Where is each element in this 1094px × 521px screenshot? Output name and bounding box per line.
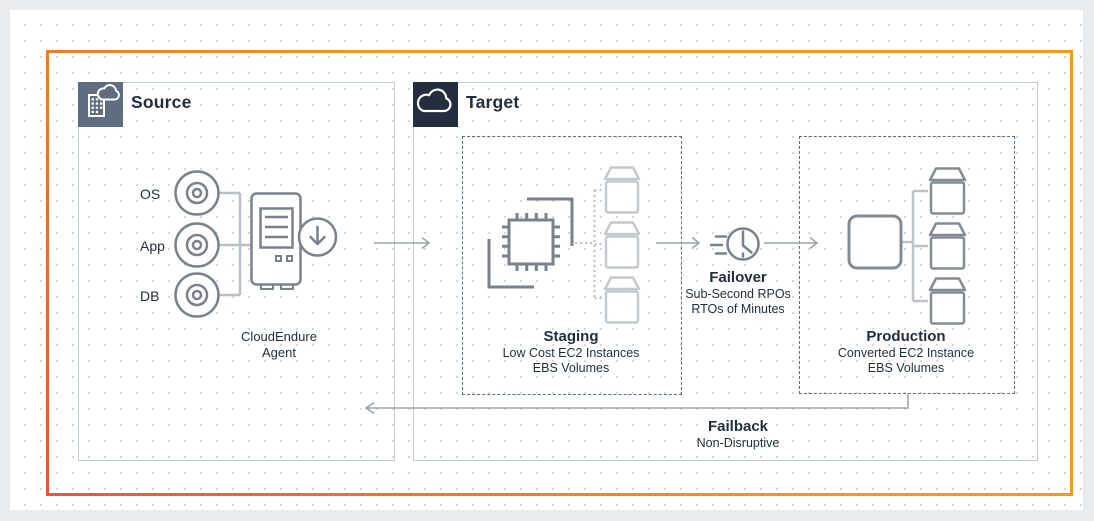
agent-label-line1: CloudEndure bbox=[241, 329, 317, 344]
disk-label-db: DB bbox=[140, 288, 160, 304]
staging-label: Staging Low Cost EC2 Instances EBS Volum… bbox=[462, 327, 680, 375]
disk-label-os: OS bbox=[140, 186, 161, 202]
source-title: Source bbox=[131, 92, 192, 112]
failback-line1: Non-Disruptive bbox=[696, 436, 780, 450]
failover-title: Failover bbox=[709, 269, 767, 286]
failback-label: Failback Non-Disruptive bbox=[658, 417, 818, 451]
failover-line1: Sub-Second RPOs bbox=[685, 287, 791, 301]
failover-line2: RTOs of Minutes bbox=[691, 301, 785, 316]
failback-title: Failback bbox=[707, 418, 769, 435]
failover-label: Failover Sub-Second RPOs RTOs of Minutes bbox=[658, 268, 818, 316]
building-cloud-icon bbox=[78, 82, 123, 127]
staging-line1: Low Cost EC2 Instances bbox=[502, 346, 640, 360]
disk-label-app: App bbox=[140, 238, 165, 254]
staging-line2: EBS Volumes bbox=[532, 360, 610, 375]
production-line2: EBS Volumes bbox=[867, 360, 945, 375]
target-container bbox=[413, 82, 1038, 461]
staging-title: Staging bbox=[543, 328, 599, 345]
production-title: Production bbox=[866, 328, 946, 345]
diagram-card: Source Target OS App DB CloudEndure Agen… bbox=[10, 10, 1083, 510]
target-title: Target bbox=[466, 92, 520, 112]
agent-label-line2: Agent bbox=[262, 345, 296, 360]
source-container bbox=[78, 82, 395, 461]
production-label: Production Converted EC2 Instance EBS Vo… bbox=[799, 327, 1013, 375]
cloudendure-agent-label: CloudEndure Agent bbox=[209, 329, 349, 361]
cloud-icon bbox=[413, 82, 458, 127]
production-line1: Converted EC2 Instance bbox=[837, 346, 975, 360]
